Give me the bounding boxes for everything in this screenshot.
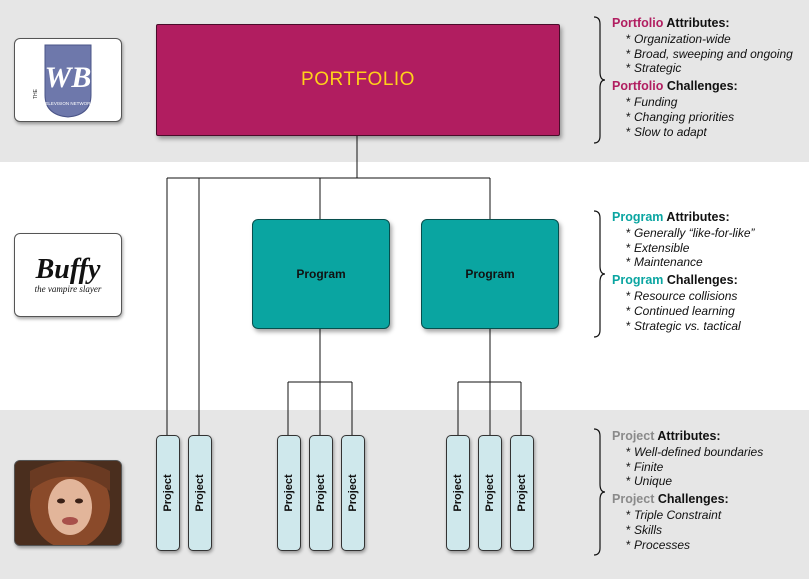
wb-network-logo: WB THE TELEVISION NETWORK (14, 38, 122, 122)
svg-text:THE: THE (33, 88, 39, 99)
list-item: Extensible (626, 241, 807, 256)
project-label: Project (516, 474, 528, 512)
portfolio-panel: Portfolio Attributes: Organization-wide … (612, 15, 807, 141)
project-challenges-heading: Project Challenges: (612, 492, 729, 507)
list-item: Maintenance (626, 255, 807, 270)
program-label: Program (465, 267, 515, 281)
project-box-4: Project (309, 435, 333, 551)
project-label: Project (315, 474, 327, 512)
portfolio-challenges-list: Funding Changing priorities Slow to adap… (612, 95, 807, 139)
buffy-logo: Buffy the vampire slayer (14, 233, 122, 317)
list-item: Well-defined boundaries (626, 445, 807, 460)
project-label: Project (452, 474, 464, 512)
program-band (0, 162, 809, 410)
project-attributes-list: Well-defined boundaries Finite Unique (612, 445, 807, 489)
list-item: Triple Constraint (626, 508, 807, 523)
list-item: Strategic vs. tactical (626, 319, 807, 334)
portfolio-attributes-heading: Portfolio Attributes: (612, 16, 730, 30)
svg-text:WB: WB (45, 61, 92, 94)
project-label: Project (162, 474, 174, 512)
project-panel: Project Attributes: Well-defined boundar… (612, 428, 807, 554)
list-item: Continued learning (626, 304, 807, 319)
svg-text:the vampire slayer: the vampire slayer (35, 284, 102, 294)
program-attributes-heading: Program Attributes: (612, 210, 730, 224)
list-item: Changing priorities (626, 110, 807, 125)
project-box-3: Project (277, 435, 301, 551)
svg-text:TELEVISION NETWORK: TELEVISION NETWORK (43, 101, 94, 106)
list-item: Broad, sweeping and ongoing (626, 47, 807, 62)
project-box-5: Project (341, 435, 365, 551)
project-label: Project (194, 474, 206, 512)
list-item: Organization-wide (626, 32, 807, 47)
project-box-7: Project (478, 435, 502, 551)
project-label: Project (347, 474, 359, 512)
portfolio-attributes-list: Organization-wide Broad, sweeping and on… (612, 32, 807, 76)
project-challenges-list: Triple Constraint Skills Processes (612, 508, 807, 552)
list-item: Strategic (626, 61, 807, 76)
program-attributes-list: Generally “like-for-like” Extensible Mai… (612, 226, 807, 270)
program-panel: Program Attributes: Generally “like-for-… (612, 209, 807, 335)
portfolio-brace (593, 16, 606, 144)
list-item: Resource collisions (626, 289, 807, 304)
program-challenges-heading: Program Challenges: (612, 273, 738, 288)
project-box-2: Project (188, 435, 212, 551)
list-item: Funding (626, 95, 807, 110)
portfolio-challenges-heading: Portfolio Challenges: (612, 79, 738, 94)
program-box-1: Program (252, 219, 390, 329)
character-photo (14, 460, 122, 546)
project-attributes-heading: Project Attributes: (612, 429, 721, 443)
project-brace (593, 428, 606, 556)
project-label: Project (484, 474, 496, 512)
program-label: Program (296, 267, 346, 281)
portfolio-box: PORTFOLIO (156, 24, 560, 136)
project-label: Project (283, 474, 295, 512)
list-item: Generally “like-for-like” (626, 226, 807, 241)
list-item: Unique (626, 474, 807, 489)
program-challenges-list: Resource collisions Continued learning S… (612, 289, 807, 333)
project-box-6: Project (446, 435, 470, 551)
project-box-1: Project (156, 435, 180, 551)
program-box-2: Program (421, 219, 559, 329)
program-brace (593, 210, 606, 338)
list-item: Finite (626, 460, 807, 475)
portfolio-label: PORTFOLIO (301, 69, 415, 90)
list-item: Slow to adapt (626, 125, 807, 140)
svg-text:Buffy: Buffy (35, 254, 101, 285)
list-item: Processes (626, 538, 807, 553)
list-item: Skills (626, 523, 807, 538)
project-box-8: Project (510, 435, 534, 551)
